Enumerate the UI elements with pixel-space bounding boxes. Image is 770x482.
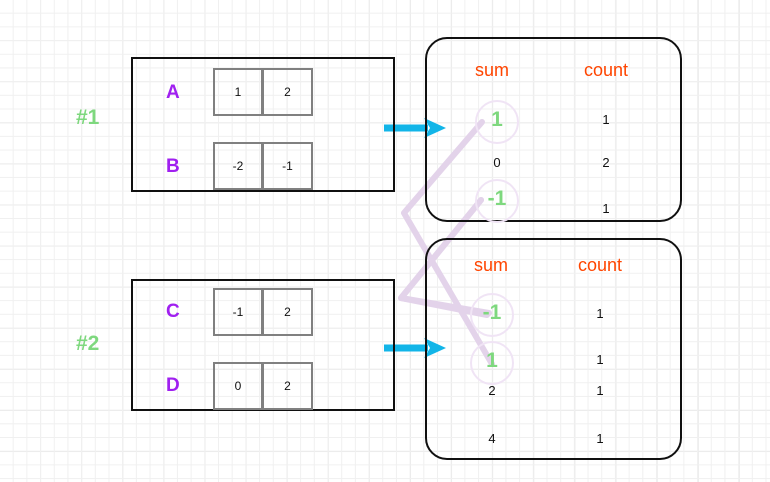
arrow-group1-to-top-table [384, 118, 446, 138]
cell-c-1: 2 [263, 288, 313, 336]
cell-d-0: 0 [213, 362, 263, 410]
row-letter-b: B [166, 156, 180, 177]
bottom-table-count-0: 1 [596, 306, 604, 321]
bottom-table-sum-1: 1 [486, 349, 498, 372]
bottom-table-sum-0: -1 [482, 301, 502, 324]
top-table-header-count: count [583, 60, 629, 80]
row-cells-a: 1 2 [213, 68, 313, 116]
cell-b-0: -2 [213, 142, 263, 190]
cell-d-1: 2 [263, 362, 313, 410]
cell-b-1: -1 [263, 142, 313, 190]
top-table-count-1: 2 [602, 155, 610, 170]
row-cells-b: -2 -1 [213, 142, 313, 190]
bottom-table-header-sum: sum [473, 255, 508, 275]
top-table-header-sum: sum [474, 60, 509, 80]
cell-c-0: -1 [213, 288, 263, 336]
top-aggregate-table [425, 37, 682, 222]
highlight-circle-bottom-row0 [470, 293, 514, 337]
top-table-count-2: 1 [602, 201, 610, 216]
bottom-table-count-1: 1 [596, 352, 604, 367]
highlight-circle-top-row2 [475, 179, 519, 223]
row-cells-d: 0 2 [213, 362, 313, 410]
bottom-aggregate-table [425, 238, 682, 460]
group-label-1: #1 [76, 106, 100, 129]
matrix-block-group1 [131, 57, 395, 192]
bottom-table-sum-3: 4 [488, 431, 496, 446]
bottom-table-sum-2: 2 [488, 383, 496, 398]
bottom-table-count-2: 1 [596, 383, 604, 398]
top-table-count-0: 1 [602, 112, 610, 127]
highlight-circle-top-row0 [475, 100, 519, 144]
top-table-sum-1: 0 [493, 155, 501, 170]
row-cells-c: -1 2 [213, 288, 313, 336]
arrow-group2-to-bottom-table [384, 338, 446, 358]
link-top-1-to-bottom-1 [401, 119, 495, 367]
row-letter-a: A [166, 82, 180, 103]
row-letter-d: D [166, 375, 180, 396]
group-label-2: #2 [76, 332, 100, 355]
link-top-minus1-to-bottom-minus1-seg [398, 197, 492, 316]
matrix-block-group2 [131, 279, 395, 411]
top-table-sum-0: 1 [491, 108, 503, 131]
top-table-sum-2: -1 [487, 187, 507, 210]
bottom-table-count-3: 1 [596, 431, 604, 446]
cell-a-1: 2 [263, 68, 313, 116]
bottom-table-header-count: count [577, 255, 623, 275]
row-letter-c: C [166, 301, 180, 322]
highlight-circle-bottom-row1 [470, 341, 514, 385]
cell-a-0: 1 [213, 68, 263, 116]
